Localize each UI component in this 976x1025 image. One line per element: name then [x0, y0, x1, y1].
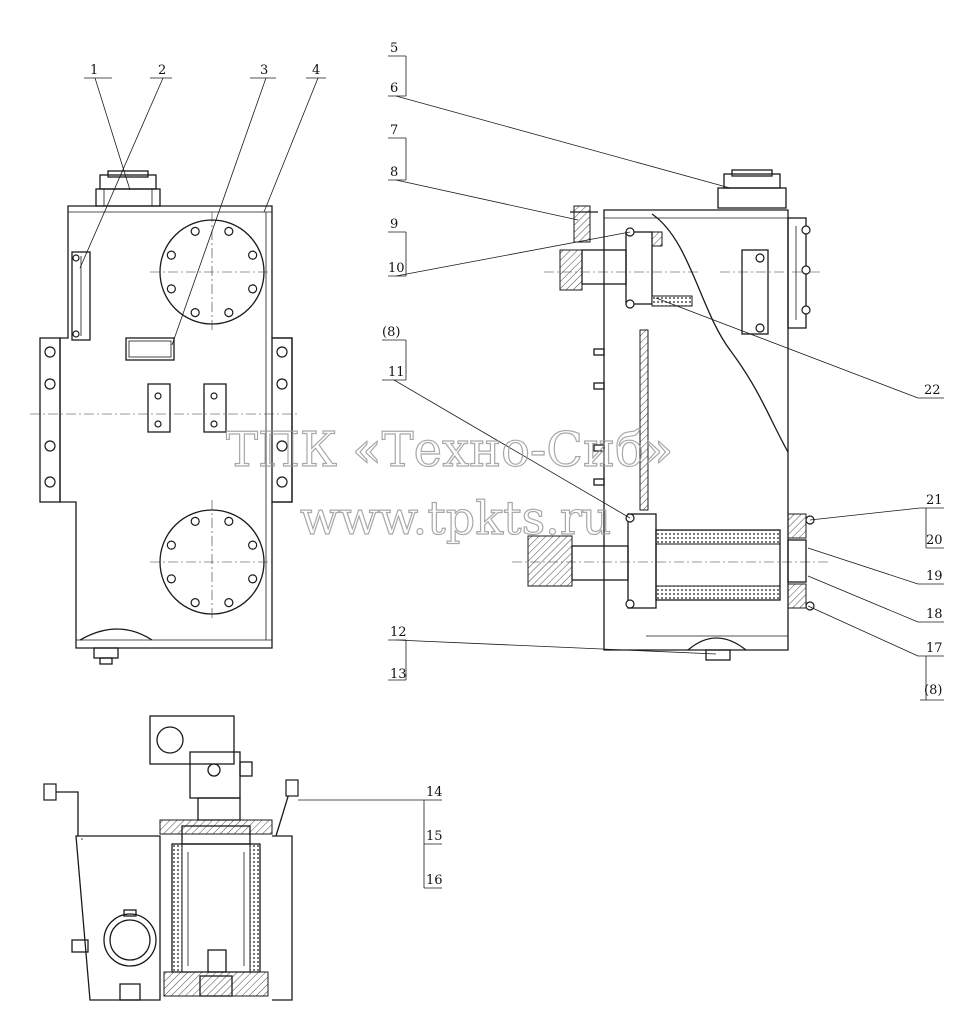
- bolt-hole: [44, 476, 56, 488]
- bolt-hole: [625, 599, 635, 609]
- callout-7: 7: [390, 123, 398, 138]
- callout-21: 21: [926, 493, 943, 508]
- callout-16: 16: [426, 873, 443, 888]
- bolt-hole: [44, 440, 56, 452]
- callout-labels: 1 2 3 4 5 6 7 8 9 10 (8) 11 22 21 20 19 …: [90, 41, 943, 888]
- callout-6: 6: [390, 81, 398, 96]
- watermark-company: ТПК «Техно-Сиб»: [226, 422, 673, 478]
- front-view: [30, 170, 300, 665]
- bolt-hole: [166, 540, 176, 550]
- watermark: ТПК «Техно-Сиб» www.tpkts.ru: [225, 421, 673, 545]
- bolt-hole: [190, 598, 200, 608]
- bolt-hole: [190, 308, 200, 318]
- side-stud: [593, 478, 605, 486]
- bolt-hole: [755, 253, 765, 263]
- watermark-url: www.tpkts.ru: [300, 491, 611, 545]
- bolt-hole: [210, 420, 218, 428]
- callout-10: 10: [388, 261, 405, 276]
- bolt-hole: [801, 265, 811, 275]
- side-section-view: [512, 169, 830, 661]
- callout-12: 12: [390, 625, 407, 640]
- callout-13: 13: [390, 667, 407, 682]
- bolt-hole: [44, 346, 56, 358]
- callout-11: 11: [388, 365, 405, 380]
- bolt-hole: [224, 516, 234, 526]
- bolt-hole: [805, 601, 815, 611]
- bolt-hole: [224, 226, 234, 236]
- bolt-hole: [248, 574, 258, 584]
- callout-18: 18: [926, 607, 943, 622]
- callout-20: 20: [926, 533, 943, 548]
- callout-8-ref-lower: (8): [924, 683, 942, 698]
- side-stud: [593, 444, 605, 452]
- bolt-hole: [210, 392, 218, 400]
- callout-19: 19: [926, 569, 943, 584]
- bolt-hole: [190, 226, 200, 236]
- callout-5: 5: [390, 41, 398, 56]
- callout-9: 9: [390, 217, 398, 232]
- bolt-hole: [276, 378, 288, 390]
- bolt-hole: [248, 284, 258, 294]
- callout-8-ref-upper: (8): [382, 325, 400, 340]
- leader-lines: [79, 55, 944, 889]
- bolt-hole: [801, 225, 811, 235]
- bolt-hole: [276, 346, 288, 358]
- callout-1: 1: [90, 63, 98, 78]
- side-stud: [593, 348, 605, 356]
- bolt-hole: [72, 330, 80, 338]
- bolt-hole: [190, 516, 200, 526]
- bolt-hole: [755, 323, 765, 333]
- callout-8: 8: [390, 165, 398, 180]
- bottom-end-view: [43, 715, 299, 1001]
- bolt-hole: [801, 305, 811, 315]
- bolt-hole: [248, 540, 258, 550]
- callout-17: 17: [926, 641, 943, 656]
- bolt-hole: [248, 250, 258, 260]
- bolt-hole: [72, 254, 80, 262]
- callout-2: 2: [158, 63, 166, 78]
- bolt-hole: [625, 299, 635, 309]
- bolt-hole: [276, 440, 288, 452]
- bolt-hole: [224, 598, 234, 608]
- bolt-hole: [44, 378, 56, 390]
- bolt-hole: [276, 476, 288, 488]
- callout-3: 3: [260, 63, 268, 78]
- bolt-hole: [224, 308, 234, 318]
- callout-14: 14: [426, 785, 443, 800]
- bolt-hole: [154, 392, 162, 400]
- callout-22: 22: [924, 383, 941, 398]
- side-stud: [593, 382, 605, 390]
- bolt-hole: [166, 284, 176, 294]
- callout-4: 4: [312, 63, 320, 78]
- bolt-hole: [166, 574, 176, 584]
- bolt-hole: [154, 420, 162, 428]
- callout-15: 15: [426, 829, 443, 844]
- bolt-hole: [166, 250, 176, 260]
